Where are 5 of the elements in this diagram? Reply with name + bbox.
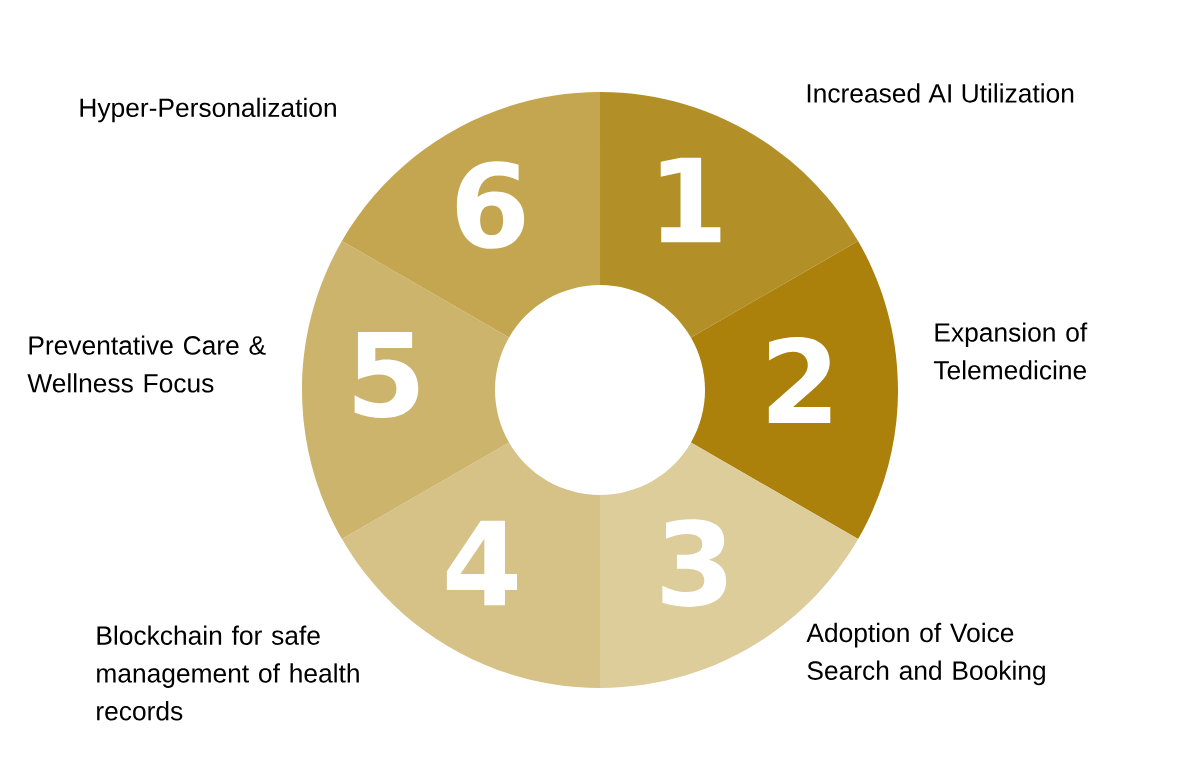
segment-label: Expansion of Telemedicine (933, 322, 1088, 380)
segment-label: Hyper-Personalization (80, 97, 336, 123)
segment-label: Blockchain for safe management of health records (97, 625, 359, 721)
segment-label: Adoption of Voice Search and Booking (806, 622, 1045, 686)
segment-label: Preventative Care & Wellness Focus (27, 335, 266, 393)
